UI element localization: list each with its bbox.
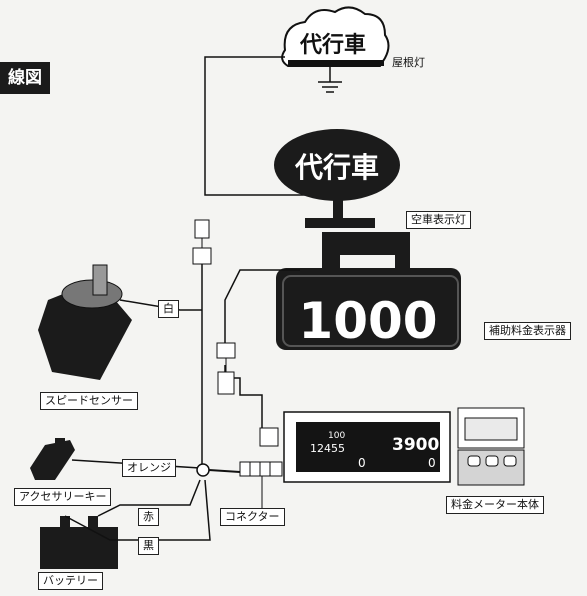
connector-block	[239, 461, 283, 477]
wire-orange-label: オレンジ	[122, 459, 176, 477]
connector-plug-icon-1	[192, 219, 212, 265]
speed-sensor-icon	[38, 264, 132, 380]
meter-status-right: 0	[428, 456, 436, 470]
accessory-key-label: アクセサリーキー	[14, 488, 112, 506]
connector-plug-icon-2	[216, 342, 236, 395]
connector-plug-icon-3	[259, 427, 279, 447]
vacancy-light-text: 代行車	[294, 151, 379, 184]
roof-light-label: 屋根灯	[392, 56, 425, 69]
wire-black-label: 黒	[138, 537, 159, 555]
speed-sensor-label: スピードセンサー	[40, 392, 138, 410]
wire-white-label: 白	[158, 300, 179, 318]
fare-display-value: 1000	[298, 292, 437, 350]
battery-icon	[40, 516, 118, 569]
fare-display: 1000	[276, 232, 461, 350]
meter-small-number: 12455	[310, 442, 345, 455]
meter-status-left: 0	[358, 456, 366, 470]
accessory-key-icon	[30, 438, 75, 480]
meter-fare: 3900	[392, 435, 439, 455]
roof-light-text: 代行車	[299, 32, 366, 58]
roof-light: 代行車	[281, 6, 390, 93]
vacancy-light-label: 空車表示灯	[406, 211, 471, 229]
page-title: 線図	[0, 62, 50, 94]
wire-red-label: 赤	[138, 508, 159, 526]
junction	[196, 463, 210, 477]
battery-label: バッテリー	[38, 572, 103, 590]
meter-small-top: 100	[328, 431, 345, 441]
meter-label: 料金メーター本体	[446, 496, 544, 514]
fare-display-label: 補助料金表示器	[484, 322, 571, 340]
vacancy-light: 代行車	[274, 129, 400, 228]
fare-meter: 100 12455 3900 0 0	[283, 407, 525, 486]
connector-label: コネクター	[220, 508, 285, 526]
